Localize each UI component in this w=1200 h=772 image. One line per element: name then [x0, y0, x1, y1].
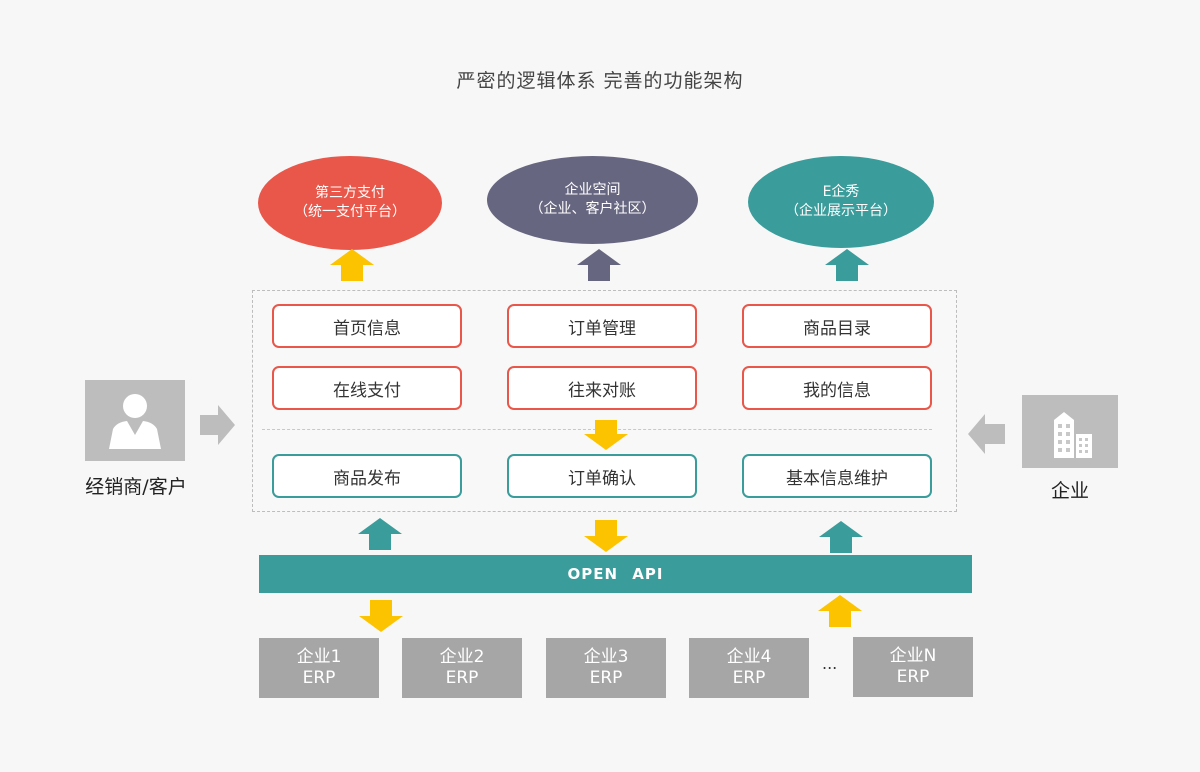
arrow-up-icon: [577, 249, 621, 281]
erp-enterprise-name: 企业1: [296, 647, 342, 667]
building-icon: [1054, 411, 1092, 458]
module-order-management[interactable]: 订单管理: [507, 304, 697, 348]
arrow-up-icon: [818, 595, 862, 627]
enterprise-avatar: [1022, 395, 1118, 468]
erp-type: ERP: [302, 668, 336, 688]
module-order-confirm[interactable]: 订单确认: [507, 454, 697, 498]
platform-subtitle: （企业、客户社区）: [529, 201, 656, 217]
platform-enterprise-space: 企业空间 （企业、客户社区）: [487, 156, 698, 244]
platform-name: 企业空间: [564, 182, 621, 198]
module-reconciliation[interactable]: 往来对账: [507, 366, 697, 410]
erp-box: 企业1 ERP: [259, 638, 379, 698]
module-online-payment[interactable]: 在线支付: [272, 366, 462, 410]
erp-enterprise-name: 企业3: [583, 647, 629, 667]
arrow-up-icon: [358, 518, 402, 550]
arrow-up-icon: [825, 249, 869, 281]
arrow-right-icon: [200, 405, 235, 445]
erp-type: ERP: [896, 667, 930, 687]
erp-type: ERP: [445, 668, 479, 688]
module-basic-info-maintenance[interactable]: 基本信息维护: [742, 454, 932, 498]
erp-enterprise-name: 企业N: [889, 646, 937, 666]
erp-box: 企业3 ERP: [546, 638, 666, 698]
platform-name: 第三方支付: [315, 185, 385, 201]
erp-enterprise-name: 企业4: [726, 647, 772, 667]
platform-third-party-payment: 第三方支付 （统一支付平台）: [258, 156, 442, 250]
module-product-publish[interactable]: 商品发布: [272, 454, 462, 498]
erp-enterprise-name: 企业2: [439, 647, 485, 667]
enterprise-label: 企业: [1050, 480, 1089, 502]
arrow-down-icon: [584, 420, 628, 450]
module-home-info[interactable]: 首页信息: [272, 304, 462, 348]
dealer-customer-label: 经销商/客户: [85, 476, 187, 498]
module-my-info[interactable]: 我的信息: [742, 366, 932, 410]
erp-box: 企业4 ERP: [689, 638, 809, 698]
erp-box: 企业N ERP: [853, 637, 973, 697]
arrow-up-icon: [819, 521, 863, 553]
arrow-down-icon: [584, 520, 628, 552]
erp-type: ERP: [732, 668, 766, 688]
open-api-bar: OPEN API: [259, 555, 972, 593]
platform-e-qixiu: E企秀 （企业展示平台）: [748, 156, 934, 248]
module-product-catalog[interactable]: 商品目录: [742, 304, 932, 348]
arrow-down-icon: [359, 600, 403, 632]
arrow-left-icon: [968, 414, 1005, 454]
arrow-up-icon: [330, 249, 374, 281]
diagram-title: 严密的逻辑体系 完善的功能架构: [456, 70, 744, 92]
erp-box: 企业2 ERP: [402, 638, 522, 698]
dealer-customer-avatar: [85, 380, 185, 461]
platform-subtitle: （企业展示平台）: [785, 203, 897, 219]
user-icon: [109, 393, 161, 449]
erp-type: ERP: [589, 668, 623, 688]
platform-name: E企秀: [822, 184, 860, 200]
platform-subtitle: （统一支付平台）: [294, 204, 406, 220]
ellipsis: ...: [822, 654, 838, 673]
